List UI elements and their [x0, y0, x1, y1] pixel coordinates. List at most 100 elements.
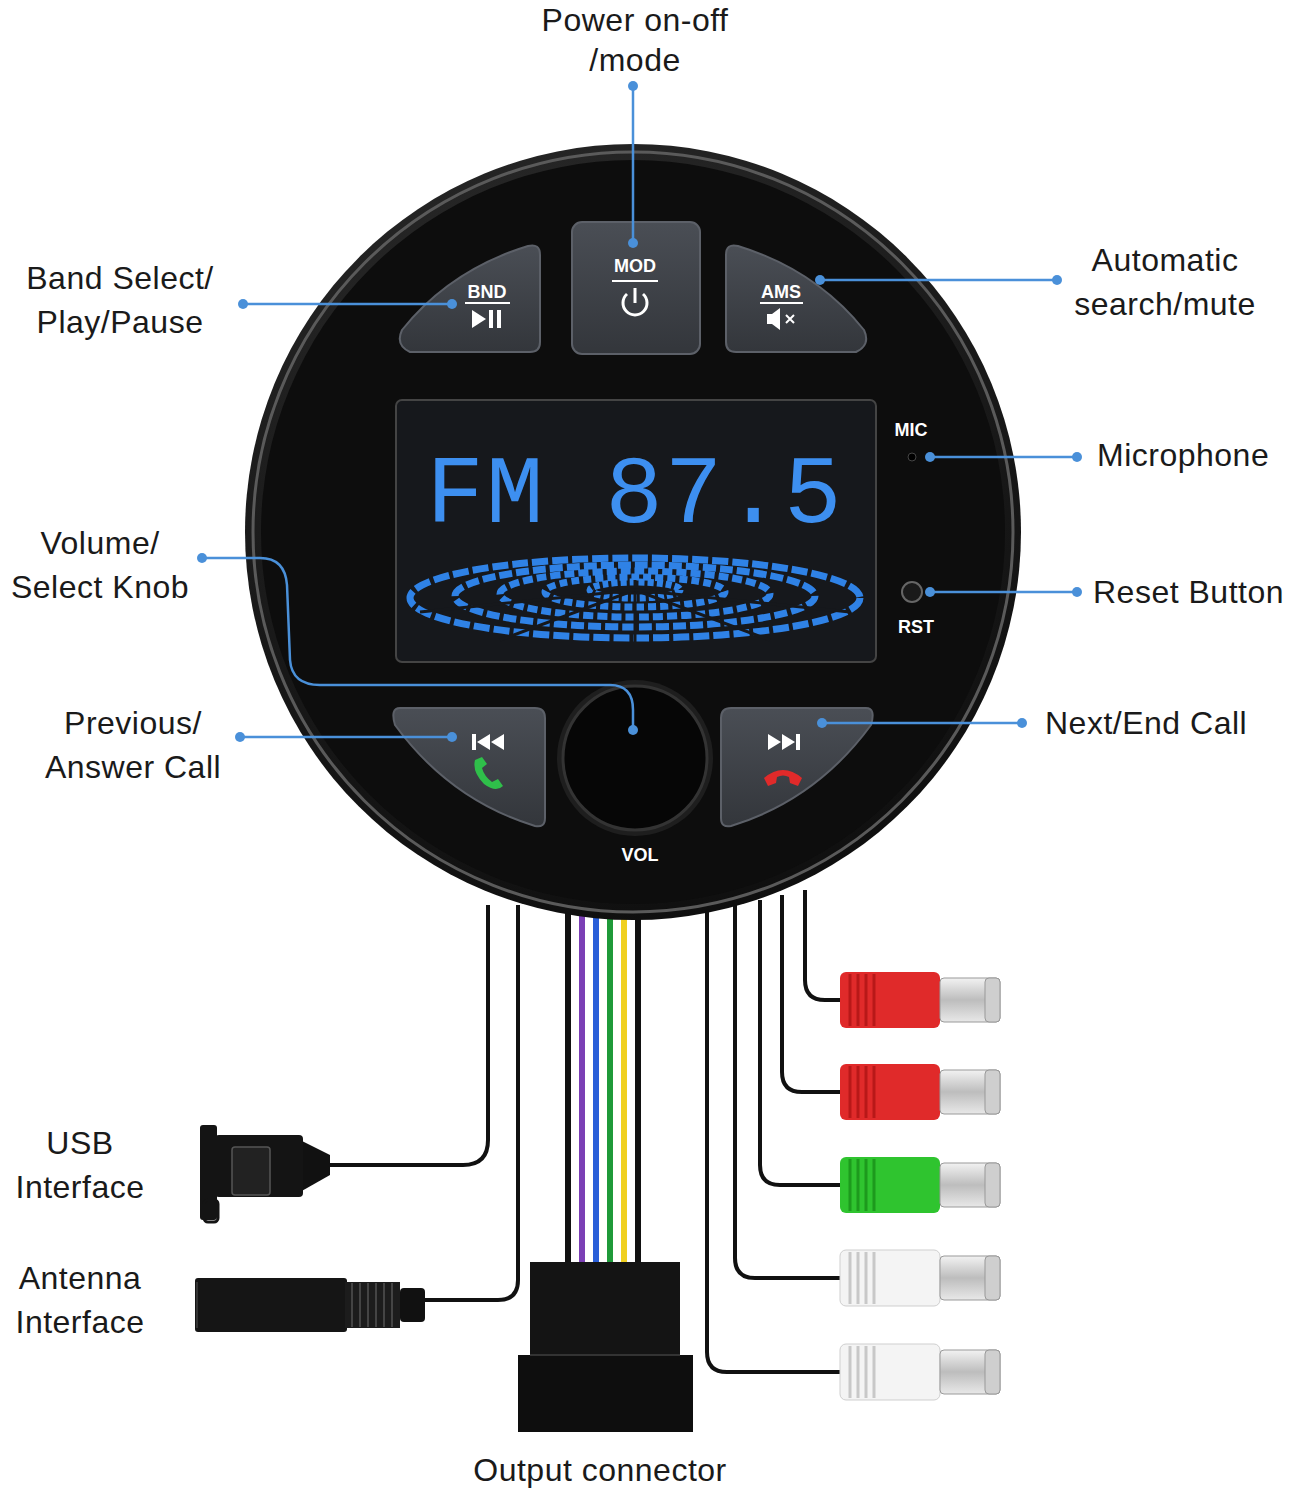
rca-plugs-part-part-part	[865, 1066, 868, 1118]
button-icons-part	[634, 288, 637, 303]
buttons-part	[726, 245, 866, 352]
leader-dots-part	[925, 452, 935, 462]
leader-dots-part	[1017, 718, 1027, 728]
rca-plugs-part-part-part	[857, 1252, 860, 1304]
rca-plugs-part-part	[940, 1070, 1000, 1114]
housing-part	[245, 144, 1021, 920]
antenna-jack-part	[196, 1282, 198, 1328]
callout-label: USB Interface	[0, 1121, 160, 1209]
rca-plugs-part-part	[850, 1066, 874, 1118]
display-screen-part-part	[420, 590, 635, 612]
callout-label: Band Select/ Play/Pause	[0, 256, 240, 344]
button-text: MOD	[595, 255, 675, 277]
rca-plugs-part-part	[850, 974, 874, 1026]
rca-plugs-part-part	[840, 1157, 940, 1213]
wires-part	[707, 905, 842, 1372]
button-icons-part	[477, 734, 490, 750]
rca-plugs-part-part	[850, 1159, 874, 1211]
rca-plugs-part-part-part	[865, 1252, 868, 1304]
button-icons-part	[497, 310, 501, 328]
output-connector-part	[530, 1354, 680, 1356]
rca-plugs-part-part-part	[857, 1066, 860, 1118]
leader-lines-part	[240, 736, 452, 739]
harness-wires-part	[621, 905, 627, 1265]
usb-plug-part	[204, 1200, 218, 1222]
mic-and-reset-part	[902, 582, 922, 602]
leader-dots-part	[925, 587, 935, 597]
leader-lines-part	[820, 279, 1057, 282]
rca-plugs-part-part	[940, 1163, 1000, 1207]
rca-plugs-part-part	[850, 1346, 874, 1398]
button-label-box: AMS	[741, 281, 821, 303]
panel-marking: VOL	[600, 844, 680, 866]
rca-plugs-part-part-part	[873, 1159, 876, 1211]
buttons-part	[721, 708, 873, 826]
leader-lines-part	[243, 303, 452, 306]
mic-and-reset	[902, 453, 922, 602]
rca-plugs-part-part	[840, 1250, 940, 1306]
antenna-jack-part-part	[375, 1283, 377, 1327]
usb-plug	[200, 1125, 330, 1222]
rca-plugs-part-part	[985, 1350, 1000, 1394]
leader-lines-part	[822, 722, 1022, 725]
rca-plugs-part-part	[940, 1256, 1000, 1300]
rca-plugs-part-part-part	[865, 1346, 868, 1398]
rca-plugs-part-part	[840, 1064, 940, 1120]
leader-lines	[202, 86, 1077, 737]
leader-dots-part	[235, 732, 245, 742]
display-screen-part-part	[635, 590, 850, 612]
output-connector-part	[518, 1355, 693, 1432]
rca-plugs-part	[840, 1250, 1000, 1306]
display-screen	[396, 400, 876, 662]
rca-plugs-part-part-part	[873, 1346, 876, 1398]
callout-label: Automatic search/mute	[1050, 238, 1280, 326]
button-icons-part	[491, 734, 504, 750]
leader-dots-part	[197, 553, 207, 563]
callout-label: Output connector	[440, 1448, 760, 1492]
buttons-part	[393, 708, 545, 826]
button-icons-part	[612, 280, 658, 282]
rca-plugs-part-part-part	[857, 974, 860, 1026]
callout-label: Next/End Call	[1045, 701, 1247, 745]
leader-dots-part	[628, 81, 638, 91]
rca-plugs-part-part-part	[865, 1159, 868, 1211]
harness-wires-part	[593, 905, 599, 1265]
antenna-jack-part-part	[351, 1283, 353, 1327]
rca-plugs-part	[840, 1157, 1000, 1213]
volume-knob-part	[563, 686, 707, 830]
panel-marking: RST	[886, 616, 946, 638]
antenna-jack-part-part	[359, 1283, 361, 1327]
usb-plug-part	[300, 1140, 330, 1192]
button-icons-part	[760, 302, 803, 304]
rca-plugs-part-part-part	[857, 1159, 860, 1211]
rca-plugs-part-part	[850, 1252, 874, 1304]
button-icons-part	[472, 734, 476, 750]
callout-label: Antenna Interface	[0, 1256, 160, 1344]
rca-plugs-part-part-part	[873, 1252, 876, 1304]
rca-plugs-part-part	[985, 1256, 1000, 1300]
rca-plugs-part-part-part	[849, 1252, 852, 1304]
button-label-box: MOD	[595, 255, 675, 277]
leader-dots-part	[447, 732, 457, 742]
callout-label: Microphone	[1097, 433, 1269, 477]
wires-part	[735, 905, 842, 1278]
housing-part	[261, 160, 1005, 904]
usb-plug-part	[215, 1135, 303, 1197]
rca-plugs-part	[840, 1344, 1000, 1400]
button-icons-part	[767, 308, 780, 330]
wires-part	[805, 890, 842, 1000]
button-label-box: BND	[447, 281, 527, 303]
housing-part	[253, 152, 1013, 912]
rca-plugs-part-part	[940, 978, 1000, 1022]
leader-dots-part	[628, 238, 638, 248]
rca-plugs-part	[840, 972, 1000, 1028]
leader-dots-part	[815, 275, 825, 285]
display-screen-part	[420, 580, 850, 645]
rca-plugs-part-part-part	[865, 974, 868, 1026]
housing	[245, 144, 1021, 920]
leader-lines-part	[930, 456, 1077, 459]
antenna-jack	[195, 1278, 425, 1332]
leader-dots-part	[1072, 587, 1082, 597]
rca-plugs-part-part-part	[873, 974, 876, 1026]
callout-label: Reset Button	[1093, 570, 1284, 614]
